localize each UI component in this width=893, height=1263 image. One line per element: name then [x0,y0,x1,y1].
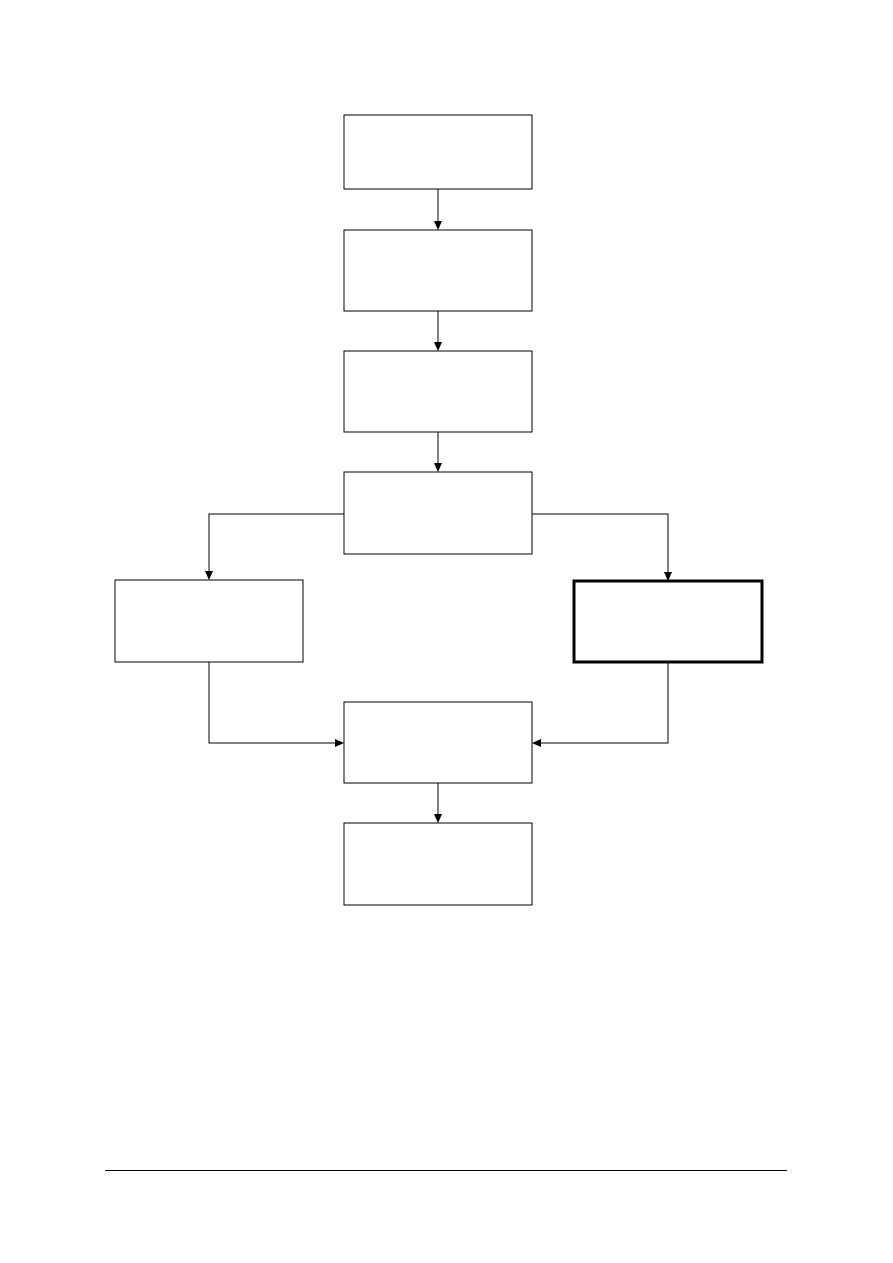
flow-node-8 [343,822,533,906]
arrowhead-down [434,221,442,230]
arrowhead-down [434,342,442,351]
flow-node-2 [343,229,533,312]
arrowhead-left [532,739,541,747]
flow-node-6 [572,579,764,664]
flow-node-1 [343,114,533,190]
flow-node-4 [343,471,533,555]
arrowhead-right [335,739,344,747]
flow-node-5 [114,579,304,663]
edge-n7-to-n8 [434,783,442,823]
edge-n5-to-n7 [208,662,344,747]
edge-n3-to-n4 [434,432,442,472]
arrowhead-down [664,572,672,581]
edge-n6-to-n7 [532,662,669,747]
arrowhead-down [434,814,442,823]
edge-n4-to-n6 [532,513,672,581]
edge-n4-to-n5 [205,513,344,580]
edge-n1-to-n2 [434,189,442,230]
arrowhead-down [205,571,213,580]
flow-node-7 [343,701,533,784]
footer-divider [105,1170,787,1171]
edge-n2-to-n3 [434,311,442,351]
flow-node-3 [343,350,533,433]
arrowhead-down [434,463,442,472]
